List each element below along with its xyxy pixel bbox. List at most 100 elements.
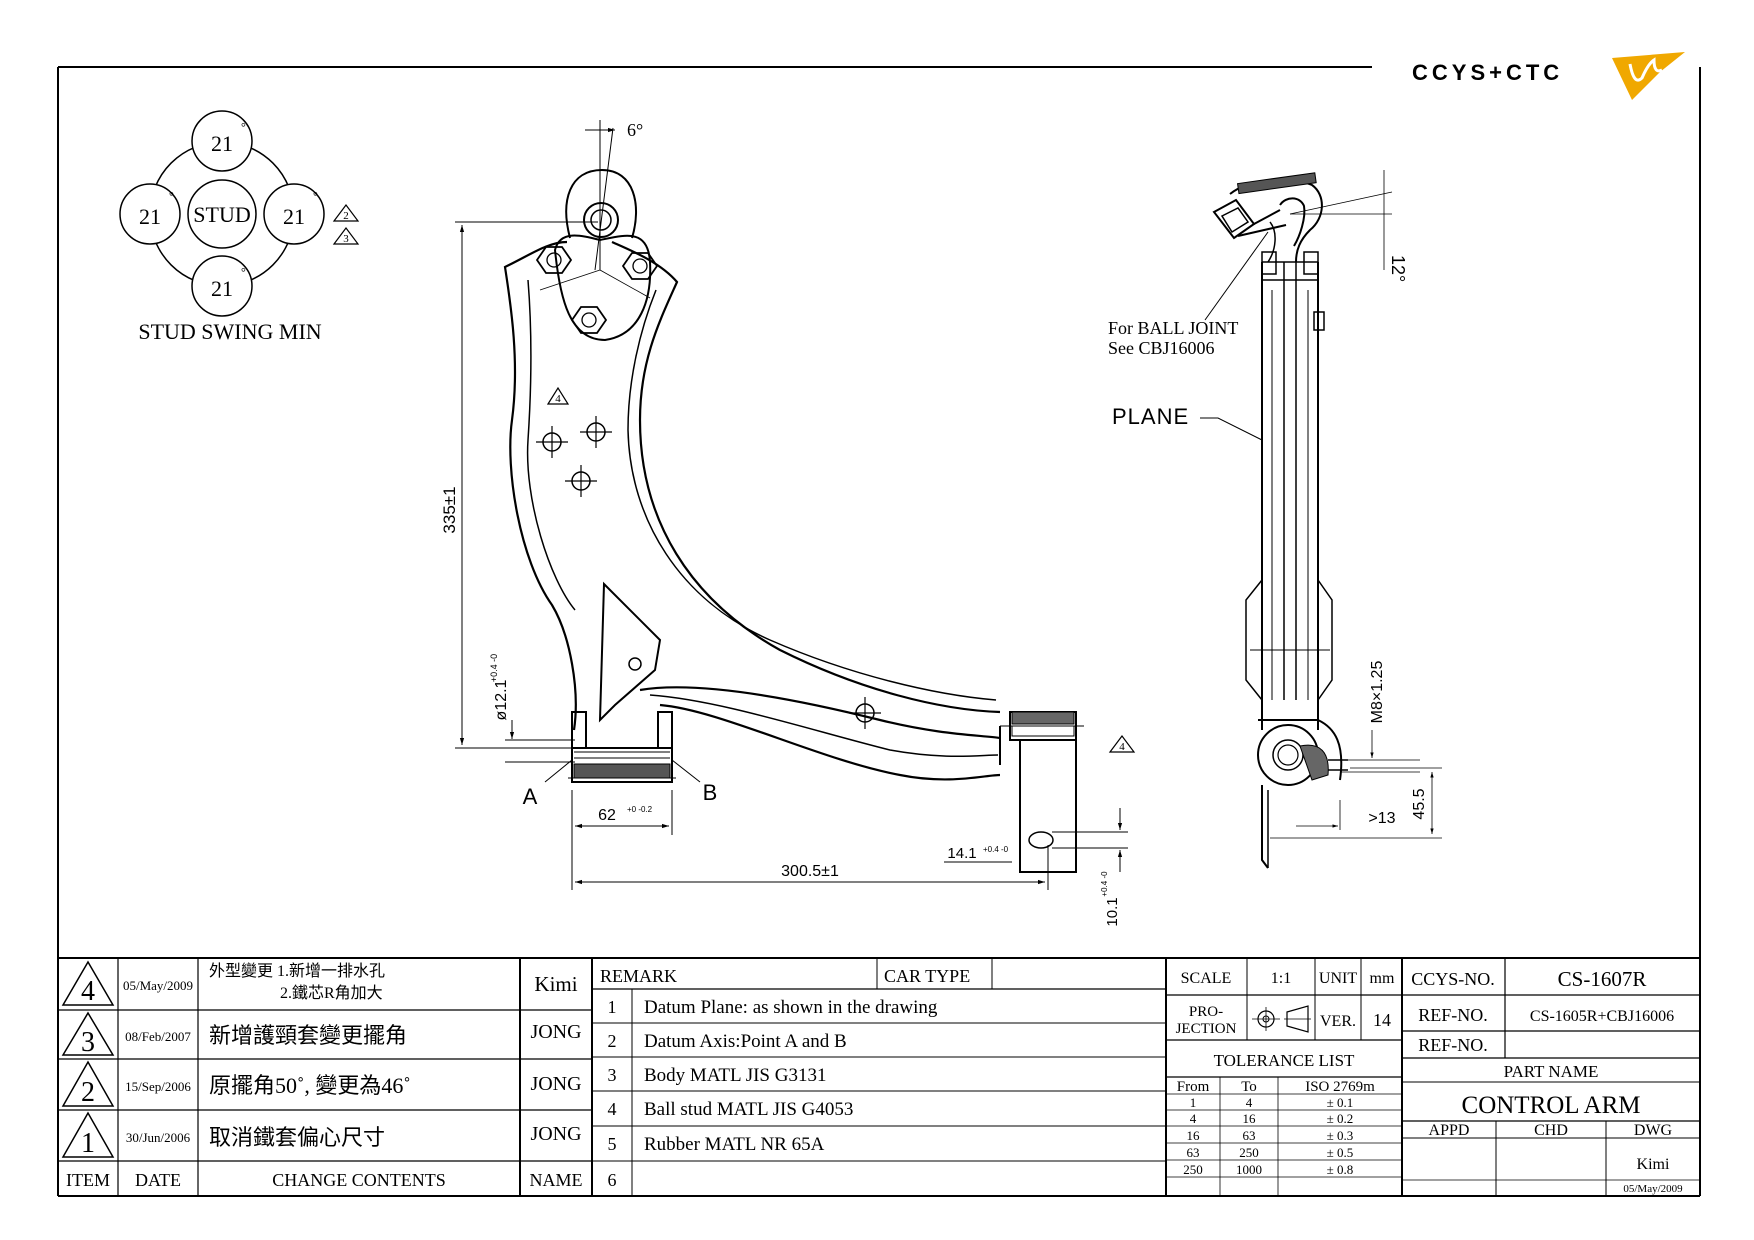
hole-marker-icon bbox=[580, 416, 612, 448]
svg-text:1000: 1000 bbox=[1236, 1162, 1262, 1177]
slot-dimension-2: 10.1 bbox=[1104, 897, 1121, 926]
svg-text:°: ° bbox=[241, 265, 246, 279]
svg-text:4: 4 bbox=[1190, 1111, 1197, 1126]
tolerance-title: TOLERANCE LIST bbox=[1214, 1051, 1355, 1070]
ball-stud bbox=[1212, 198, 1287, 240]
ver-label: VER. bbox=[1320, 1013, 1356, 1030]
scale-value: 1:1 bbox=[1271, 970, 1291, 987]
thread-dimension: M8×1.25 bbox=[1369, 661, 1386, 724]
svg-text:ISO 2769m: ISO 2769m bbox=[1305, 1079, 1375, 1095]
svg-text:°: ° bbox=[169, 189, 174, 203]
svg-text:16: 16 bbox=[1243, 1111, 1257, 1126]
revision-table: 4 05/May/2009 外型變更 1.新增一排水孔 2.鐵芯R角加大 Kim… bbox=[61, 960, 583, 1190]
swing-angle-top: 21 bbox=[211, 131, 233, 156]
dwg-label: DWG bbox=[1634, 1122, 1673, 1139]
stud-swing-title: STUD SWING MIN bbox=[138, 319, 321, 344]
svg-text:+0.4 -0: +0.4 -0 bbox=[983, 845, 1009, 854]
svg-text:1: 1 bbox=[1190, 1095, 1197, 1110]
hole-marker-icon bbox=[565, 465, 597, 497]
logo-emblem-icon bbox=[1612, 52, 1685, 100]
slot-dimension-1: 14.1 bbox=[947, 845, 976, 862]
title-block bbox=[58, 957, 1700, 1196]
svg-text:16: 16 bbox=[1187, 1128, 1201, 1143]
front-bushing bbox=[568, 711, 676, 783]
svg-text:3: 3 bbox=[343, 233, 349, 245]
chd-label: CHD bbox=[1534, 1122, 1568, 1139]
svg-text:3: 3 bbox=[81, 1027, 95, 1058]
svg-text:°: ° bbox=[313, 189, 318, 203]
svg-text:JONG: JONG bbox=[530, 1073, 581, 1095]
remark-header: REMARK bbox=[600, 966, 677, 986]
bolt-icon bbox=[535, 246, 573, 274]
unit-value: mm bbox=[1370, 970, 1395, 987]
side-view: 12° For BALL JOINT See CBJ16006 PLANE M8… bbox=[1108, 170, 1442, 869]
svg-text:REF-NO.: REF-NO. bbox=[1418, 1035, 1488, 1055]
revision-mark-icon: 4 bbox=[546, 386, 570, 405]
revision-mark-icon: 3 bbox=[61, 1011, 115, 1058]
col-header-name: NAME bbox=[530, 1170, 583, 1190]
revision-mark-icon: 4 bbox=[1108, 735, 1136, 753]
stud-swing-diagram: STUD 21 21 21 21 ° ° ° ° 2 3 STUD SWING … bbox=[119, 110, 360, 344]
ref-no-value: CS-1605R+CBJ16006 bbox=[1530, 1008, 1674, 1025]
remark-item: Body MATL JIS G3131 bbox=[644, 1065, 826, 1086]
svg-text:± 0.5: ± 0.5 bbox=[1327, 1145, 1354, 1160]
svg-text:2: 2 bbox=[343, 210, 349, 222]
rear-bushing bbox=[999, 711, 1084, 873]
remarks-table: REMARK CAR TYPE 1 Datum Plane: as shown … bbox=[600, 966, 970, 1190]
projection-label: JECTION bbox=[1176, 1021, 1237, 1037]
revision-mark-icon: 2 3 bbox=[332, 204, 360, 245]
ccys-no-value: CS-1607R bbox=[1558, 967, 1647, 991]
svg-text:63: 63 bbox=[1243, 1128, 1256, 1143]
car-type-label: CAR TYPE bbox=[884, 966, 970, 986]
ball-joint-note-1: For BALL JOINT bbox=[1108, 318, 1238, 338]
remark-item: Ball stud MATL JIS G4053 bbox=[644, 1099, 853, 1120]
svg-text:± 0.2: ± 0.2 bbox=[1327, 1111, 1354, 1126]
svg-text:原擺角50˚, 變更為46˚: 原擺角50˚, 變更為46˚ bbox=[209, 1073, 411, 1098]
bolt-icon bbox=[621, 252, 659, 280]
dimension-45: 45.5 bbox=[1411, 788, 1428, 819]
col-header-item: ITEM bbox=[66, 1170, 110, 1190]
plane-label: PLANE bbox=[1112, 404, 1189, 429]
svg-text:To: To bbox=[1241, 1079, 1257, 1095]
svg-text:Kimi: Kimi bbox=[534, 972, 577, 996]
svg-text:6: 6 bbox=[608, 1170, 617, 1190]
svg-text:± 0.3: ± 0.3 bbox=[1327, 1128, 1354, 1143]
appd-label: APPD bbox=[1429, 1122, 1470, 1139]
col-header-date: DATE bbox=[135, 1170, 181, 1190]
part-name-label: PART NAME bbox=[1504, 1062, 1599, 1081]
swing-angle-bottom: 21 bbox=[211, 276, 233, 301]
svg-text:CCYS+CTC: CCYS+CTC bbox=[1412, 60, 1563, 85]
svg-text:+0.4 -0: +0.4 -0 bbox=[489, 654, 499, 682]
dwg-name: Kimi bbox=[1637, 1156, 1670, 1173]
svg-text:2: 2 bbox=[608, 1031, 617, 1051]
ver-value: 14 bbox=[1373, 1010, 1391, 1030]
svg-text:JONG: JONG bbox=[530, 1021, 581, 1043]
svg-text:08/Feb/2007: 08/Feb/2007 bbox=[125, 1029, 191, 1044]
bolt-icon bbox=[570, 306, 608, 334]
svg-text:From: From bbox=[1177, 1079, 1210, 1095]
projection-symbol-icon bbox=[1252, 1005, 1311, 1033]
ccys-no-label: CCYS-NO. bbox=[1411, 969, 1495, 989]
remark-item: Datum Axis:Point A and B bbox=[644, 1031, 847, 1052]
bushing-width-dimension: 62 bbox=[598, 807, 616, 824]
spec-block: SCALE 1:1 UNIT mm PRO- JECTION VER. 14 T… bbox=[1176, 970, 1395, 1177]
stud-label: STUD bbox=[193, 202, 250, 227]
svg-text:4: 4 bbox=[1246, 1095, 1253, 1110]
svg-text:± 0.1: ± 0.1 bbox=[1327, 1095, 1354, 1110]
svg-text:取消鐵套偏心尺寸: 取消鐵套偏心尺寸 bbox=[209, 1125, 385, 1150]
svg-text:PRO-: PRO- bbox=[1189, 1004, 1223, 1020]
svg-text:JONG: JONG bbox=[530, 1123, 581, 1145]
svg-text:°: ° bbox=[241, 120, 246, 134]
svg-text:5: 5 bbox=[608, 1134, 617, 1154]
dimension-13: >13 bbox=[1368, 810, 1395, 827]
length-dimension: 300.5±1 bbox=[781, 863, 839, 880]
datum-point-b: B bbox=[703, 780, 718, 805]
svg-text:4: 4 bbox=[608, 1099, 617, 1119]
angle-12-label: 12° bbox=[1388, 255, 1408, 282]
svg-text:2: 2 bbox=[81, 1077, 95, 1108]
revision-mark-icon: 1 bbox=[61, 1111, 115, 1159]
scale-label: SCALE bbox=[1181, 970, 1232, 987]
col-header-contents: CHANGE CONTENTS bbox=[272, 1170, 446, 1190]
dwg-date: 05/May/2009 bbox=[1623, 1183, 1683, 1195]
svg-text:4: 4 bbox=[1119, 741, 1125, 753]
